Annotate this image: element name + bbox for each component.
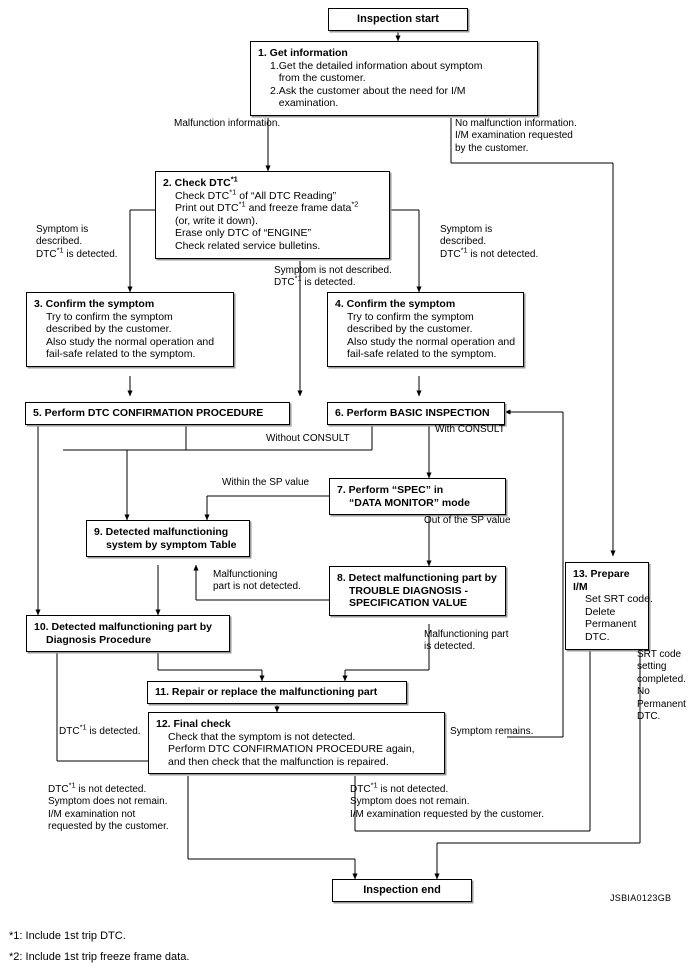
node-inspection-end-label: Inspection end bbox=[363, 884, 441, 896]
node-4-line-3: Also study the normal operation and bbox=[347, 335, 516, 348]
node-8-detect-malfunctioning-part: 8. Detect malfunctioning part by TROUBLE… bbox=[329, 566, 506, 616]
edge-label-within-sp-value: Within the SP value bbox=[222, 477, 310, 488]
node-4-title: 4. Confirm the symptom bbox=[335, 298, 456, 310]
edge-label-dtc-is-detected: DTC*1 is detected. bbox=[59, 722, 141, 737]
node-2-line-4: Erase only DTC of “ENGINE” bbox=[175, 227, 311, 240]
edge-label-symptom-not-described-dtc-detected: Symptom is not described.DTC*1 is detect… bbox=[274, 265, 392, 289]
node-12-line-2: Perform DTC CONFIRMATION PROCEDURE again… bbox=[168, 743, 415, 756]
node-3-line-3: Also study the normal operation and bbox=[46, 335, 215, 348]
edge-label-with-consult: With CONSULT bbox=[435, 424, 505, 435]
node-inspection-start-label: Inspection start bbox=[357, 13, 439, 25]
node-2-check-dtc: 2. Check DTC*1 Check DTC*1 of “All DTC R… bbox=[155, 171, 390, 259]
node-9-detected-malfunctioning-system: 9. Detected malfunctioning system by sym… bbox=[86, 520, 250, 558]
node-2-line-2: Print out DTC*1 and freeze frame data*2 bbox=[175, 199, 359, 215]
node-2-title: 2. Check DTC*1 bbox=[163, 174, 238, 189]
node-7-title: 7. Perform “SPEC” in bbox=[337, 484, 444, 496]
node-3-title: 3. Confirm the symptom bbox=[34, 298, 155, 310]
image-code: JSBIA0123GB bbox=[610, 893, 672, 903]
edge-label-dtc-not-detected-no-im: DTC*1 is not detected.Symptom does not r… bbox=[48, 780, 169, 833]
node-1-line-2: from the customer. bbox=[270, 72, 366, 85]
node-13-title: 13. Prepare I/M bbox=[573, 568, 630, 593]
node-1-title: 1. Get information bbox=[258, 47, 348, 59]
footnote-1: *1: Include 1st trip DTC. bbox=[9, 930, 126, 942]
node-3-confirm-the-symptom: 3. Confirm the symptom Try to confirm th… bbox=[26, 292, 234, 367]
node-1-line-1: 1.Get the detailed information about sym… bbox=[270, 59, 483, 72]
edge-label-without-consult: Without CONSULT bbox=[266, 433, 350, 444]
node-3-line-2: described by the customer. bbox=[46, 323, 172, 336]
node-10-detected-malfunctioning-part: 10. Detected malfunctioning part by Diag… bbox=[26, 615, 230, 653]
node-7-perform-spec-data-monitor: 7. Perform “SPEC” in “DATA MONITOR” mode bbox=[329, 478, 506, 516]
edge-label-no-malfunction-information: No malfunction information.I/M examinati… bbox=[455, 118, 577, 154]
node-9-title: 9. Detected malfunctioning bbox=[94, 526, 229, 538]
node-2-line-3: (or, write it down). bbox=[175, 214, 258, 227]
node-13-line-3: Permanent bbox=[585, 618, 637, 631]
node-8-line-1: TROUBLE DIAGNOSIS - bbox=[349, 584, 469, 597]
node-2-line-5: Check related service bulletins. bbox=[175, 239, 321, 252]
node-4-line-1: Try to confirm the symptom bbox=[347, 310, 474, 323]
node-13-prepare-im: 13. Prepare I/M Set SRT code. Delete Per… bbox=[565, 562, 653, 650]
node-12-line-3: and then check that the malfunction is r… bbox=[168, 755, 389, 768]
node-1-line-4: examination. bbox=[270, 97, 339, 110]
node-13-line-1: Set SRT code. bbox=[585, 593, 653, 606]
node-6-title: 6. Perform BASIC INSPECTION bbox=[335, 407, 490, 419]
node-10-line-1: Diagnosis Procedure bbox=[46, 633, 152, 646]
node-11-repair-or-replace: 11. Repair or replace the malfunctioning… bbox=[147, 681, 407, 704]
node-6-perform-basic-inspection: 6. Perform BASIC INSPECTION bbox=[327, 402, 505, 425]
edge-label-out-of-sp-value: Out of the SP value bbox=[424, 515, 511, 526]
node-12-title: 12. Final check bbox=[156, 718, 231, 730]
node-8-line-2: SPECIFICATION VALUE bbox=[349, 597, 468, 610]
node-5-title: 5. Perform DTC CONFIRMATION PROCEDURE bbox=[33, 407, 264, 419]
node-11-title: 11. Repair or replace the malfunctioning… bbox=[155, 686, 378, 698]
edge-label-symptom-remains: Symptom remains. bbox=[450, 726, 534, 737]
node-9-line-1: system by symptom Table bbox=[106, 538, 237, 551]
node-4-line-4: fail-safe related to the symptom. bbox=[347, 348, 497, 361]
edge-label-malfunction-information: Malfunction information. bbox=[174, 118, 281, 129]
node-1-get-information: 1. Get information 1.Get the detailed in… bbox=[250, 41, 538, 116]
edge-label-dtc-not-detected-im-requested: DTC*1 is not detected.Symptom does not r… bbox=[350, 780, 544, 820]
footnote-marker-1: *1 bbox=[230, 174, 238, 184]
node-inspection-end: Inspection end bbox=[332, 879, 472, 902]
node-8-title: 8. Detect malfunctioning part by bbox=[337, 572, 497, 584]
node-4-line-2: described by the customer. bbox=[347, 323, 473, 336]
footnote-2: *2: Include 1st trip freeze frame data. bbox=[9, 951, 190, 963]
node-5-perform-dtc-confirmation-procedure: 5. Perform DTC CONFIRMATION PROCEDURE bbox=[25, 402, 290, 425]
node-4-confirm-the-symptom: 4. Confirm the symptom Try to confirm th… bbox=[327, 292, 524, 367]
node-13-line-2: Delete bbox=[585, 605, 616, 618]
node-7-line-1: “DATA MONITOR” mode bbox=[349, 496, 470, 509]
node-3-line-4: fail-safe related to the symptom. bbox=[46, 348, 196, 361]
node-10-title: 10. Detected malfunctioning part by bbox=[34, 621, 212, 633]
node-12-final-check: 12. Final check Check that the symptom i… bbox=[148, 712, 445, 775]
node-3-line-1: Try to confirm the symptom bbox=[46, 310, 173, 323]
node-2-line-1: Check DTC*1 of “All DTC Reading” bbox=[175, 187, 337, 202]
node-inspection-start: Inspection start bbox=[328, 8, 468, 31]
node-1-line-3: 2.Ask the customer about the need for I/… bbox=[270, 84, 466, 97]
node-13-line-4: DTC. bbox=[585, 630, 610, 643]
node-12-line-1: Check that the symptom is not detected. bbox=[168, 730, 356, 743]
